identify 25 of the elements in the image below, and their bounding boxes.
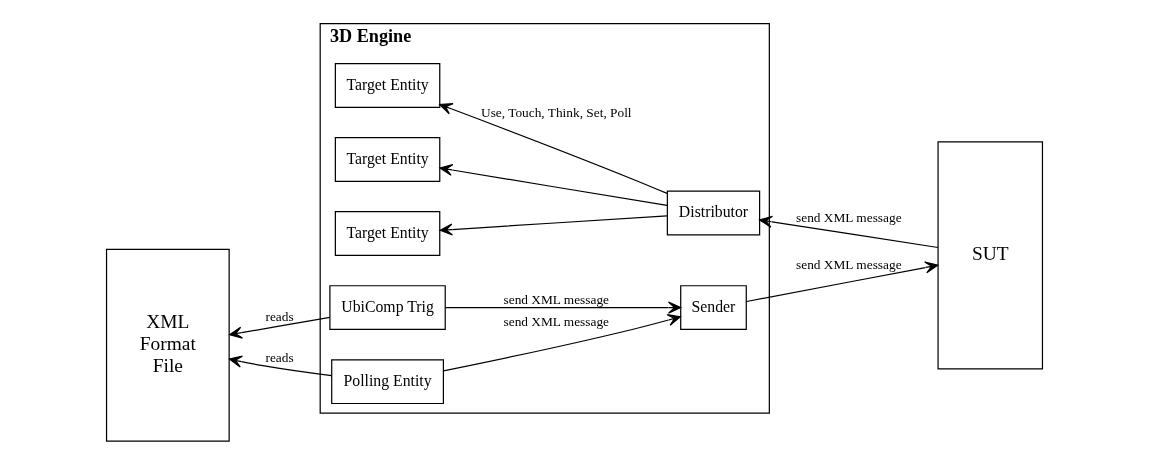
arrow — [228, 355, 333, 376]
arrow — [439, 102, 668, 194]
node-box: XML Format File — [105, 248, 230, 442]
node-box: Polling Entity — [331, 358, 444, 404]
arrow — [442, 313, 681, 371]
arrow — [759, 215, 939, 248]
arrow — [439, 214, 668, 236]
node-box: Distributor — [666, 189, 761, 235]
arrow — [229, 316, 331, 339]
node-box: UbiComp Trig — [329, 284, 446, 330]
arrow — [444, 301, 682, 314]
node-box: SUT — [937, 140, 1044, 370]
node-box: Target Entity — [334, 210, 441, 256]
arrow — [746, 261, 939, 302]
edge-label: send XML message — [503, 291, 610, 307]
edge-label: send XML message — [796, 209, 902, 225]
arrow — [439, 163, 668, 206]
edge-label: Use, Touch, Think, Set, Poll — [481, 104, 632, 120]
node-box: Target Entity — [334, 62, 441, 108]
edge-label: reads — [265, 308, 294, 324]
edge-label: send XML message — [503, 313, 610, 329]
edge-label: reads — [265, 349, 294, 365]
edge-label: send XML message — [796, 256, 902, 272]
node-box: Sender — [680, 284, 747, 330]
node-box: Target Entity — [334, 136, 441, 182]
